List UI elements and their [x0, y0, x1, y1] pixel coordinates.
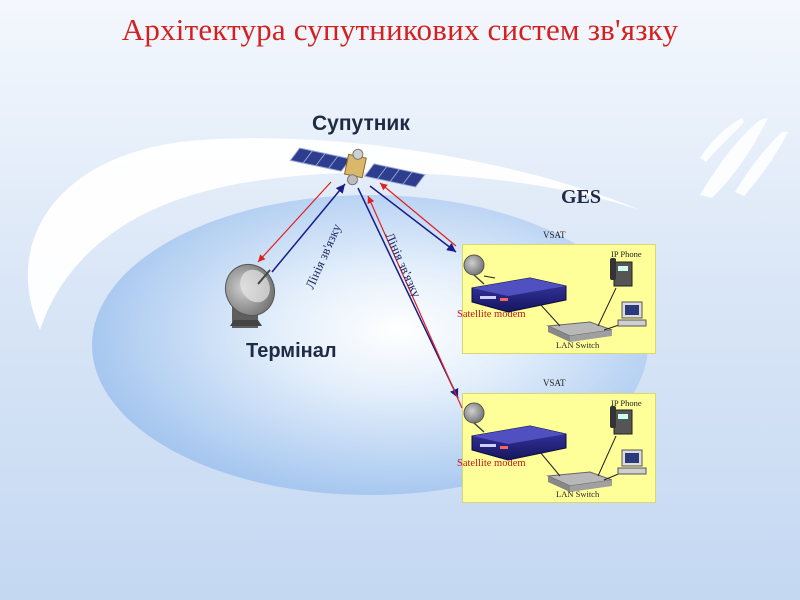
vsat-station-1: Satellite modem IP Phone LAN Switch: [462, 244, 656, 354]
page-title: Архітектура супутникових систем зв'язку: [0, 12, 800, 48]
vsat1-tag: VSAT: [543, 230, 566, 240]
vsat1-phone-label: IP Phone: [611, 249, 642, 259]
vsat2-modem-label: Satellite modem: [457, 458, 526, 469]
ges-label: GES: [561, 186, 601, 209]
vsat-station-2: Satellite modem IP Phone LAN Switch: [462, 393, 656, 503]
terminal-label: Термінал: [246, 340, 337, 363]
vsat1-modem-label: Satellite modem: [457, 309, 526, 320]
vsat1-switch-label: LAN Switch: [556, 340, 599, 350]
vsat2-tag: VSAT: [543, 378, 566, 388]
vsat2-phone-label: IP Phone: [611, 398, 642, 408]
satellite-label: Супутник: [312, 112, 410, 136]
vsat2-switch-label: LAN Switch: [556, 489, 599, 499]
